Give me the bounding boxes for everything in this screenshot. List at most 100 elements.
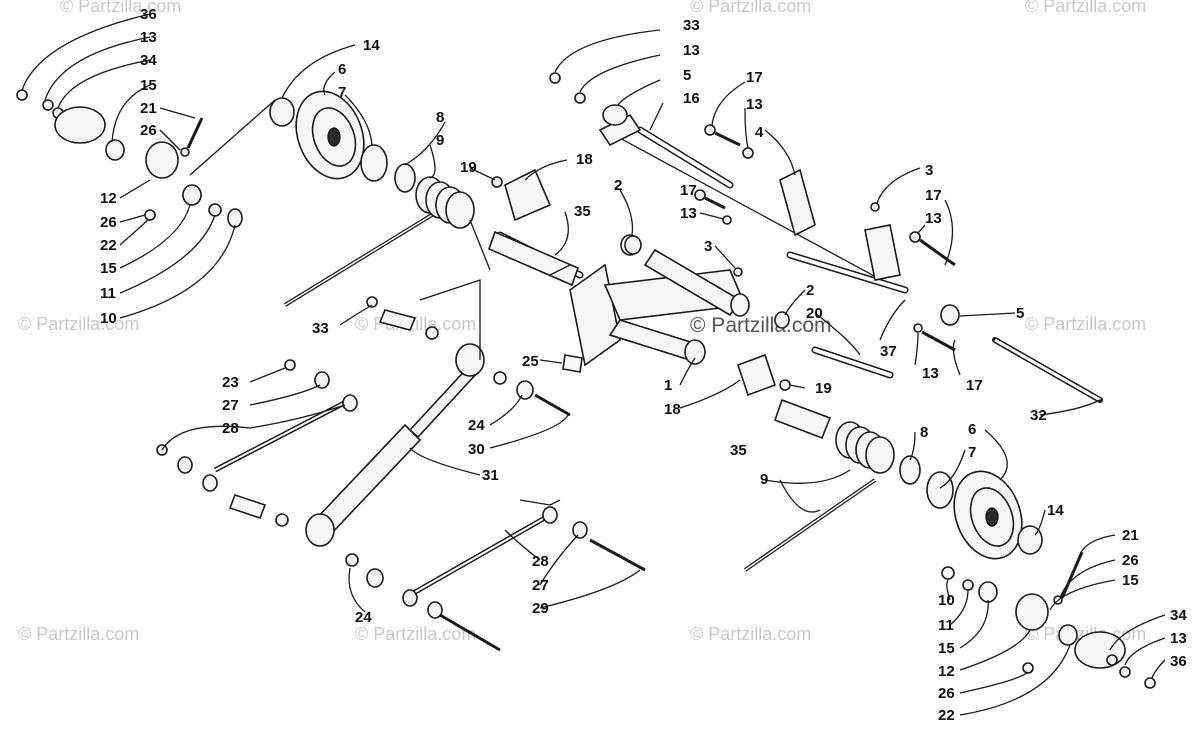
callout-label: 10 (938, 592, 955, 609)
watermark-text: © Partzilla.com (1025, 314, 1146, 334)
callout-label: 13 (922, 365, 939, 382)
callout-label: 18 (664, 401, 681, 418)
callout-label: 13 (746, 96, 763, 113)
callout-label: 11 (938, 617, 954, 634)
callout-label: 33 (683, 17, 700, 34)
callout-label: 17 (680, 182, 697, 199)
callout-label: 13 (925, 210, 942, 227)
callout-label: 13 (680, 205, 697, 222)
callout-label: 24 (468, 417, 485, 434)
callout-label: 16 (683, 90, 700, 107)
callout-label: 17 (925, 187, 942, 204)
callout-label: 3 (925, 162, 933, 179)
callout-label: 5 (1016, 305, 1024, 322)
callout-label: 2 (806, 282, 814, 299)
watermark-text: © Partzilla.com (60, 0, 181, 16)
shafts (213, 126, 1103, 598)
callout-label: 1 (664, 377, 672, 394)
callout-label: 10 (100, 310, 117, 327)
callout-label: 21 (140, 100, 157, 117)
callout-label: 24 (355, 609, 372, 626)
callout-label: 19 (460, 159, 477, 176)
callout-label: 4 (755, 124, 764, 141)
center-watermark-text: © Partzilla.com (690, 314, 832, 337)
torsion-spring-left (415, 176, 491, 271)
callout-labels: 36 13 34 15 21 26 12 26 22 15 11 10 14 6… (100, 6, 1187, 724)
callout-label: 22 (100, 237, 117, 254)
callout-label: 34 (1170, 607, 1187, 624)
callout-label: 15 (140, 77, 157, 94)
callout-label: 25 (522, 353, 539, 370)
callout-label: 15 (938, 640, 955, 657)
watermarks: © Partzilla.com © Partzilla.com © Partzi… (18, 0, 1146, 644)
callout-label: 12 (938, 663, 955, 680)
callout-label: 7 (338, 84, 346, 101)
spacer-tubes (487, 113, 832, 440)
watermark-text: © Partzilla.com (18, 624, 139, 644)
callout-label: 12 (100, 190, 117, 207)
shock-absorber (305, 343, 485, 547)
watermark-text: © Partzilla.com (690, 624, 811, 644)
callout-label: 15 (100, 260, 117, 277)
callout-label: 35 (730, 442, 747, 459)
callout-label: 17 (746, 69, 763, 86)
watermark-text: © Partzilla.com (1025, 0, 1146, 16)
callout-label: 35 (574, 203, 591, 220)
bumper-pads (504, 168, 777, 397)
callout-label: 3 (704, 238, 712, 255)
callout-label: 26 (938, 685, 955, 702)
callout-label: 6 (338, 61, 346, 78)
callout-label: 9 (436, 132, 444, 149)
watermark-text: © Partzilla.com (355, 314, 476, 334)
callout-label: 13 (683, 42, 700, 59)
pivot-arm (779, 168, 901, 281)
small-hardware (16, 72, 1156, 689)
callout-label: 34 (140, 52, 157, 69)
callout-label: 11 (100, 285, 116, 302)
callout-label: 37 (880, 343, 897, 360)
callout-label: 31 (482, 467, 499, 484)
watermark-text: © Partzilla.com (18, 314, 139, 334)
callout-label: 22 (938, 707, 955, 724)
callout-label: 26 (100, 214, 117, 231)
callout-label: 7 (968, 444, 976, 461)
watermark-text: © Partzilla.com (690, 0, 811, 16)
callout-label: 30 (468, 441, 485, 458)
center-frame (569, 234, 750, 367)
callout-label: 14 (363, 37, 380, 54)
idler-wheel-left (269, 90, 416, 193)
leader-lines (21, 13, 1166, 716)
callout-label: 2 (614, 177, 622, 194)
callout-label: 29 (532, 600, 549, 617)
callout-label: 8 (436, 109, 444, 126)
callout-label: 32 (1030, 407, 1047, 424)
callout-label: 36 (140, 6, 157, 23)
callout-label: 15 (1122, 572, 1139, 589)
callout-label: 13 (140, 29, 157, 46)
idler-wheel-right (899, 455, 1043, 560)
callout-label: 36 (1170, 653, 1187, 670)
callout-label: 5 (683, 67, 691, 84)
callout-label: 14 (1047, 502, 1064, 519)
watermark-text: © Partzilla.com (355, 624, 476, 644)
callout-label: 27 (222, 397, 239, 414)
callout-label: 17 (966, 377, 983, 394)
callout-label: 21 (1122, 527, 1139, 544)
callout-label: 18 (576, 151, 593, 168)
callout-label: 6 (968, 421, 976, 438)
callout-label: 19 (815, 380, 832, 397)
callout-label: 26 (140, 122, 157, 139)
callout-label: 8 (920, 424, 928, 441)
callout-label: 33 (312, 320, 329, 337)
callout-label: 28 (222, 420, 239, 437)
callout-label: 20 (806, 305, 823, 322)
callout-label: 27 (532, 577, 549, 594)
callout-label: 13 (1170, 630, 1187, 647)
callout-label: 23 (222, 374, 239, 391)
callout-label: 28 (532, 553, 549, 570)
callout-label: 9 (760, 471, 768, 488)
callout-label: 26 (1122, 552, 1139, 569)
torsion-spring-right (835, 421, 895, 474)
